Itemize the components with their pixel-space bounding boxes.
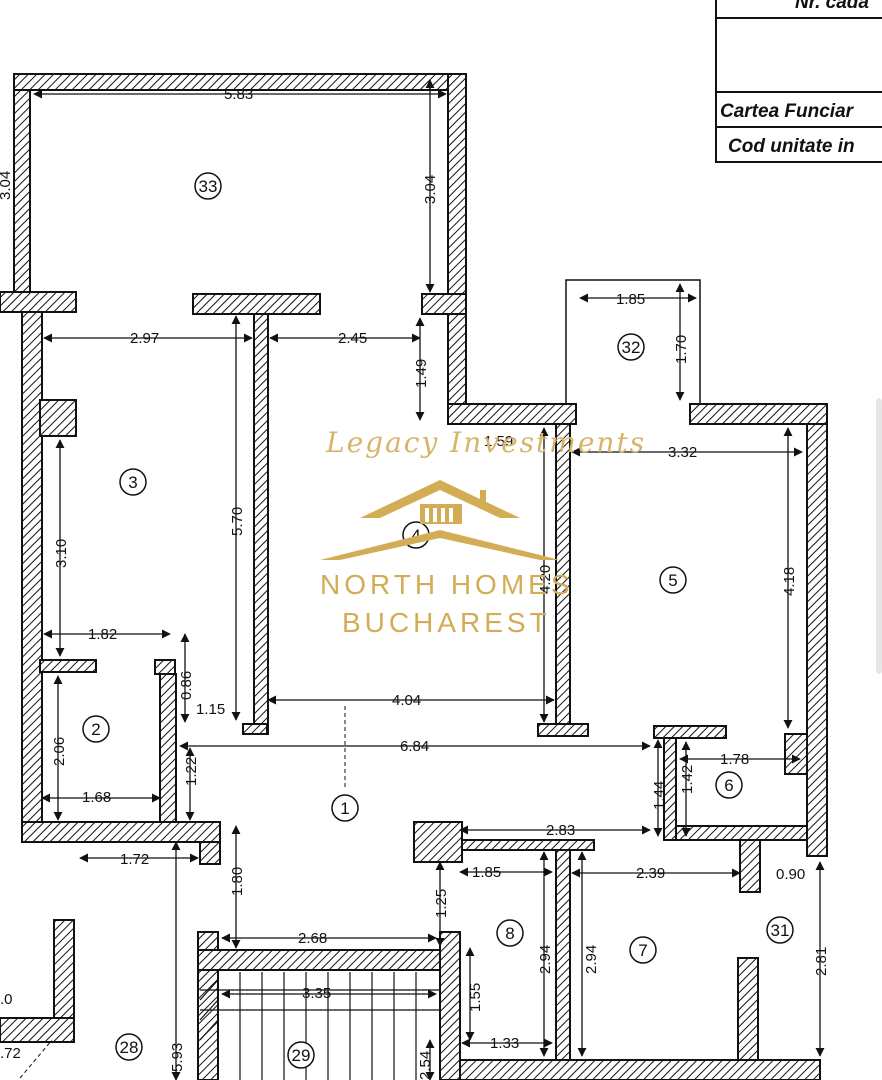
room-circle bbox=[715, 771, 743, 799]
watermark: Legacy Investments NORTH HOMES BUCHAREST bbox=[320, 426, 646, 638]
dim-label: 1.49 bbox=[413, 359, 430, 388]
watermark-script: Legacy Investments bbox=[325, 426, 646, 459]
room-number: 4 bbox=[411, 526, 420, 545]
dimension-lines bbox=[33, 79, 825, 1080]
dim-label: 1.59 bbox=[484, 433, 513, 450]
dim-label: 2.54 bbox=[417, 1051, 434, 1080]
title-block: Nr. cada Cartea Funciar Cod unitate in bbox=[715, 0, 882, 163]
dim-label: 1.85 bbox=[472, 864, 501, 881]
dim-label: 3.04 bbox=[422, 175, 439, 204]
room-number: 7 bbox=[638, 941, 647, 960]
house-logo-icon bbox=[320, 480, 560, 560]
dim-label: 1.33 bbox=[490, 1035, 519, 1052]
dim-label: 3.10 bbox=[53, 539, 70, 568]
dim-label: 1.72 bbox=[120, 851, 149, 868]
room-circle bbox=[115, 1033, 143, 1061]
dim-label: 3.32 bbox=[668, 444, 697, 461]
dim-label: 1.15 bbox=[196, 701, 225, 718]
dim-label: 1.44 bbox=[651, 781, 668, 810]
dim-label: 1.22 bbox=[183, 757, 200, 786]
dim-label: 1.85 bbox=[616, 291, 645, 308]
dim-label: .72 bbox=[0, 1045, 21, 1062]
dim-label: 4.20 bbox=[537, 565, 554, 594]
title-block-line3: Cod unitate in bbox=[728, 136, 855, 157]
room-circle bbox=[287, 1041, 315, 1069]
room-number: 29 bbox=[292, 1046, 311, 1065]
room-circle bbox=[766, 916, 794, 944]
dim-label: 0.90 bbox=[776, 866, 805, 883]
dim-label: 3.35 bbox=[302, 985, 331, 1002]
room-number: 2 bbox=[91, 720, 100, 739]
room-circle bbox=[194, 172, 222, 200]
room-number: 6 bbox=[724, 776, 733, 795]
dim-label: 0.86 bbox=[178, 671, 195, 700]
dim-label: 3.04 bbox=[0, 171, 14, 200]
room-number: 33 bbox=[199, 177, 218, 196]
room-number: 1 bbox=[340, 799, 349, 818]
dim-label: 4.18 bbox=[781, 567, 798, 596]
room-number: 28 bbox=[120, 1038, 139, 1057]
dim-label: 5.83 bbox=[224, 86, 253, 103]
watermark-line2: BUCHAREST bbox=[342, 607, 551, 638]
dim-label: 2.06 bbox=[51, 737, 68, 766]
room-number: 3 bbox=[128, 473, 137, 492]
room-circle bbox=[629, 936, 657, 964]
room-circle bbox=[496, 919, 524, 947]
room-circle bbox=[331, 794, 359, 822]
dim-label: 1.68 bbox=[82, 789, 111, 806]
room-number: 32 bbox=[622, 338, 641, 357]
dim-label: 1.25 bbox=[433, 889, 450, 918]
dim-label: 2.94 bbox=[583, 945, 600, 974]
dimension-labels: 5.83 3.04 3.04 2.97 2.45 1.49 5.70 3.10 … bbox=[0, 86, 830, 1080]
dim-label: 2.81 bbox=[813, 947, 830, 976]
room-number: 31 bbox=[771, 921, 790, 940]
room-numbers: 33 3 2 1 32 5 6 8 7 31 28 29 4 bbox=[91, 177, 789, 1065]
dim-label: 2.83 bbox=[546, 822, 575, 839]
dim-label: .0 bbox=[0, 991, 13, 1008]
room-circle bbox=[82, 715, 110, 743]
walls bbox=[0, 73, 828, 1080]
dim-label: 1.70 bbox=[673, 335, 690, 364]
dim-label: 2.94 bbox=[537, 945, 554, 974]
room-circle bbox=[617, 333, 645, 361]
watermark-line1: NORTH HOMES bbox=[320, 569, 574, 600]
room-circle bbox=[119, 468, 147, 496]
title-block-line1: Nr. cada bbox=[795, 0, 869, 13]
dim-label: 1.82 bbox=[88, 626, 117, 643]
dim-label: 2.45 bbox=[338, 330, 367, 347]
dim-label: 1.42 bbox=[679, 765, 696, 794]
room-labels bbox=[82, 172, 794, 1069]
room-circle bbox=[659, 566, 687, 594]
dim-label: 6.84 bbox=[400, 738, 429, 755]
dim-label: 4.04 bbox=[392, 692, 421, 709]
title-block-line2: Cartea Funciar bbox=[720, 101, 855, 122]
dim-label: 2.68 bbox=[298, 930, 327, 947]
room-32-outline bbox=[565, 279, 701, 404]
dim-label: 1.55 bbox=[467, 983, 484, 1012]
scroll-indicator[interactable] bbox=[876, 398, 882, 674]
dim-label: 2.39 bbox=[636, 865, 665, 882]
dim-label: 1.80 bbox=[229, 867, 246, 896]
room-number: 8 bbox=[505, 924, 514, 943]
dim-label: 2.97 bbox=[130, 330, 159, 347]
dim-label: 5.93 bbox=[169, 1043, 186, 1072]
room-number: 5 bbox=[668, 571, 677, 590]
dim-label: 5.70 bbox=[229, 507, 246, 536]
dim-label: 1.78 bbox=[720, 751, 749, 768]
dashed-lines bbox=[19, 706, 346, 1079]
